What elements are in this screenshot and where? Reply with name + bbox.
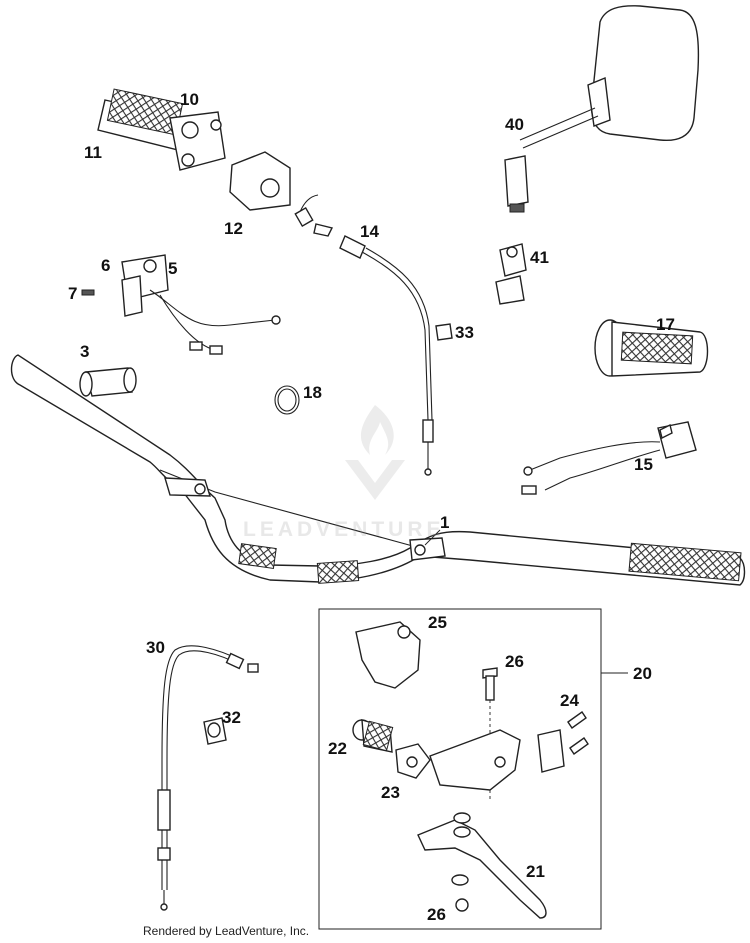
watermark-text: LEADVENTURE [243, 518, 445, 541]
tie-strap-part-18 [274, 385, 300, 415]
callout-40: 40 [505, 115, 524, 134]
adjuster-nut-part-23 [395, 743, 431, 779]
callout-10: 10 [180, 90, 199, 109]
leader-lines [424, 529, 441, 546]
callout-20: 20 [633, 664, 652, 683]
throttle-cable-part-14 [294, 194, 434, 476]
callout-21: 21 [526, 862, 545, 881]
callout-1: 1 [440, 513, 449, 532]
clutch-lever-part-21 [417, 812, 547, 919]
callout-26-bottom: 26 [427, 905, 446, 924]
footer-credit: Rendered by LeadVenture, Inc. [143, 924, 310, 938]
callout-22: 22 [328, 739, 347, 758]
callout-33: 33 [455, 323, 474, 342]
clutch-assembly-box-part-20 [318, 608, 628, 930]
cap-part-33 [435, 323, 453, 341]
callout-11: 11 [84, 143, 102, 162]
callout-23: 23 [381, 783, 400, 802]
mirror-part-40 [504, 5, 700, 213]
handlebar-part-1 [10, 354, 746, 586]
callout-32: 32 [222, 708, 241, 727]
lever-cover-part-25 [355, 621, 421, 689]
throttle-grip-part-10-11 [97, 88, 226, 171]
callout-6: 6 [101, 256, 110, 275]
callout-17: 17 [656, 315, 675, 334]
bar-pad-part-3 [79, 367, 137, 397]
callout-24: 24 [560, 691, 579, 710]
callout-41: 41 [530, 248, 549, 267]
kill-switch-part-5-6 [81, 254, 281, 355]
adjuster-part-22 [352, 719, 394, 753]
callout-30: 30 [146, 638, 165, 657]
callout-3: 3 [80, 342, 89, 361]
mirror-clamp-part-41 [495, 243, 527, 305]
callout-26-top: 26 [505, 652, 524, 671]
lever-perch [429, 729, 565, 791]
callout-5: 5 [168, 259, 177, 278]
callout-14: 14 [360, 222, 379, 241]
grip-part-17 [594, 319, 709, 377]
callout-18: 18 [303, 383, 322, 402]
clutch-cable-part-30 [157, 645, 259, 911]
callout-7: 7 [68, 284, 77, 303]
part-32 [203, 717, 227, 745]
callout-15: 15 [634, 455, 653, 474]
throttle-cover-part-12 [229, 151, 291, 211]
watermark-logo [345, 405, 405, 500]
switch-part-15 [521, 421, 697, 495]
bolts-part-24 [567, 711, 589, 755]
callout-12: 12 [224, 219, 243, 238]
callout-labels: 1 3 5 6 7 10 11 12 14 15 17 18 20 21 22 … [68, 90, 675, 924]
callout-25: 25 [428, 613, 447, 632]
